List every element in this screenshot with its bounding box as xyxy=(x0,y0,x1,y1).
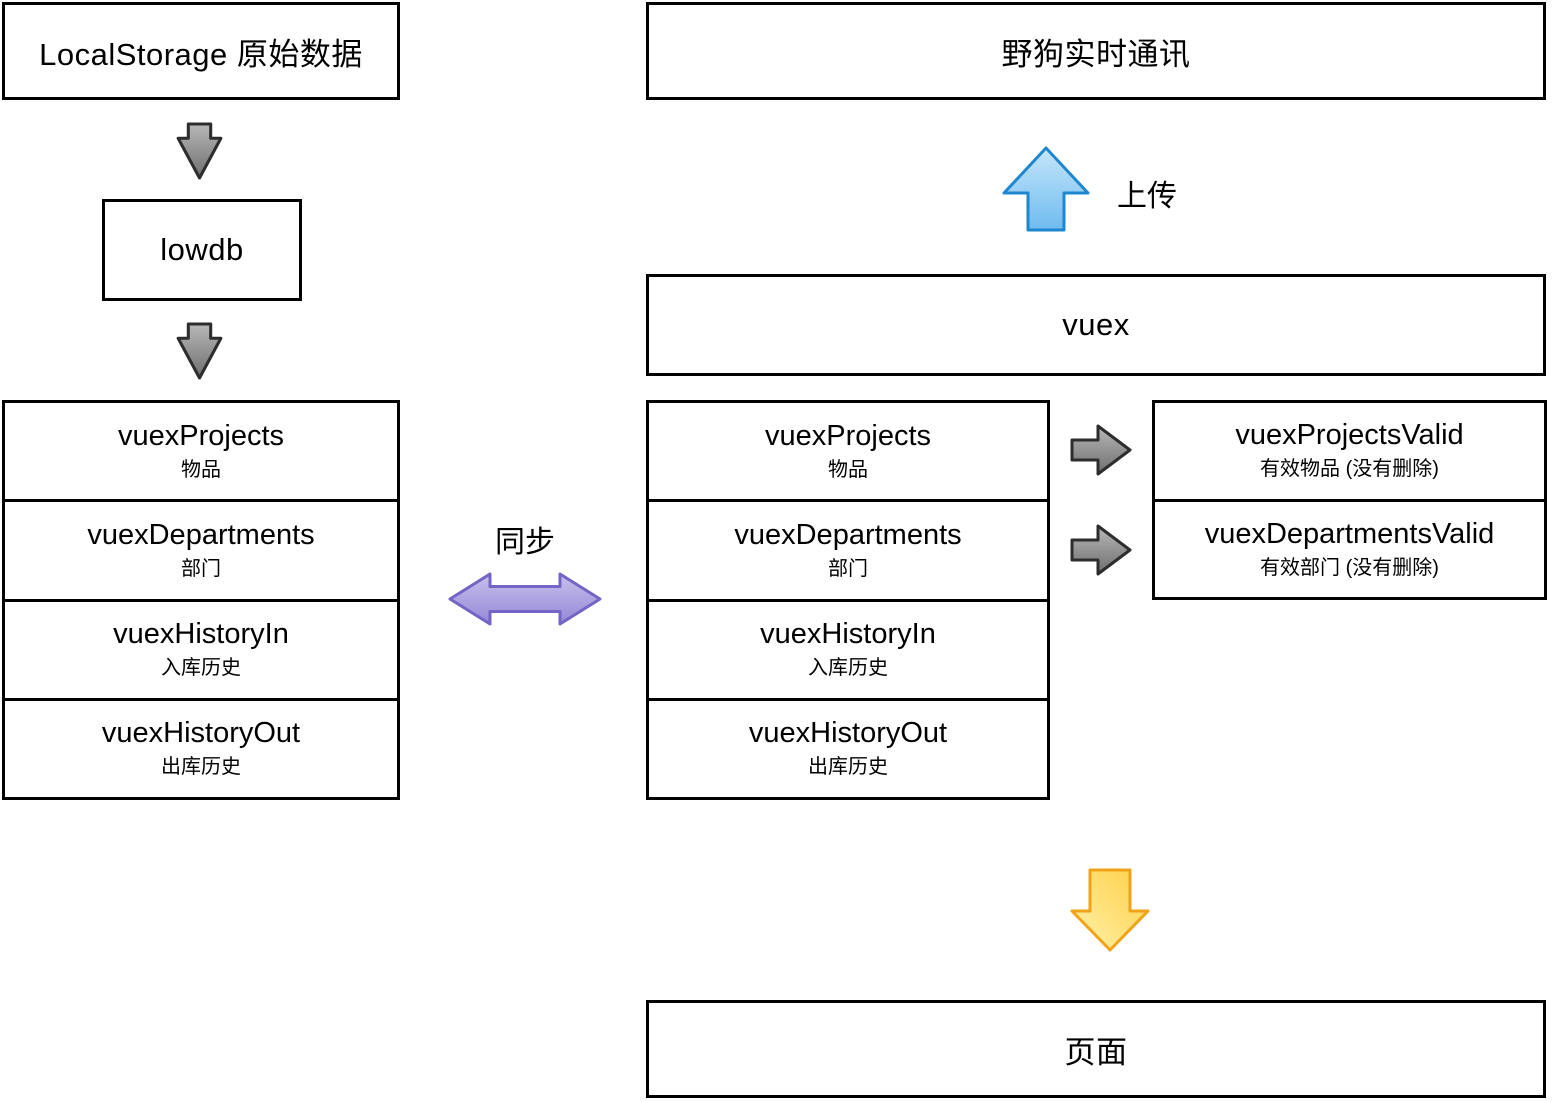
row-subtitle: 入库历史 xyxy=(161,657,241,680)
row-title: vuexHistoryOut xyxy=(101,717,301,750)
right-arrow-icon xyxy=(1070,424,1132,476)
row-subtitle: 出库历史 xyxy=(808,756,888,779)
row-title: vuexHistoryIn xyxy=(113,618,289,651)
row-subtitle: 物品 xyxy=(181,458,221,481)
vuex-valid-stack: vuexProjectsValid 有效物品 (没有删除) vuexDepart… xyxy=(1152,400,1547,600)
vuex-label: vuex xyxy=(1062,307,1130,342)
stack-row-vuex-departments: vuexDepartments 部门 xyxy=(649,499,1047,598)
stack-row-vuex-projects-valid: vuexProjectsValid 有效物品 (没有删除) xyxy=(1155,403,1544,499)
down-arrow-icon xyxy=(176,322,223,380)
stack-row-vuex-projects: vuexProjects 物品 xyxy=(5,403,397,499)
stack-row-vuex-history-in: vuexHistoryIn 入库历史 xyxy=(649,598,1047,698)
stack-row-vuex-projects: vuexProjects 物品 xyxy=(649,403,1047,499)
wilddog-label: 野狗实时通讯 xyxy=(1001,36,1191,72)
sync-double-arrow-icon xyxy=(448,572,602,626)
row-title: vuexProjects xyxy=(764,419,931,452)
row-title: vuexDepartments xyxy=(734,518,962,551)
render-down-arrow-icon xyxy=(1070,868,1150,952)
row-title: vuexDepartments xyxy=(87,518,315,551)
upload-arrow-icon xyxy=(1002,146,1090,232)
wilddog-box: 野狗实时通讯 xyxy=(646,2,1546,100)
stack-row-vuex-history-out: vuexHistoryOut 出库历史 xyxy=(649,697,1047,797)
row-subtitle: 有效部门 (没有删除) xyxy=(1260,556,1439,579)
stack-row-vuex-history-out: vuexHistoryOut 出库历史 xyxy=(5,697,397,797)
localstorage-box: LocalStorage 原始数据 xyxy=(2,2,400,100)
row-subtitle: 入库历史 xyxy=(808,657,888,680)
upload-label: 上传 xyxy=(1117,180,1177,213)
down-arrow-icon xyxy=(176,122,223,180)
page-box: 页面 xyxy=(646,1000,1546,1098)
page-label: 页面 xyxy=(1064,1034,1128,1070)
row-subtitle: 出库历史 xyxy=(161,756,241,779)
lowdb-label: lowdb xyxy=(160,232,244,267)
row-title: vuexProjectsValid xyxy=(1235,419,1464,452)
right-arrow-icon xyxy=(1070,524,1132,576)
lowdb-box: lowdb xyxy=(102,199,302,301)
local-vuex-stack: vuexProjects 物品 vuexDepartments 部门 vuexH… xyxy=(2,400,400,800)
stack-row-vuex-history-in: vuexHistoryIn 入库历史 xyxy=(5,598,397,698)
row-subtitle: 部门 xyxy=(828,557,868,580)
row-title: vuexProjects xyxy=(117,419,284,452)
stack-row-vuex-departments-valid: vuexDepartmentsValid 有效部门 (没有删除) xyxy=(1155,498,1544,598)
row-subtitle: 有效物品 (没有删除) xyxy=(1260,458,1439,481)
row-title: vuexHistoryIn xyxy=(760,618,936,651)
vuex-state-stack: vuexProjects 物品 vuexDepartments 部门 vuexH… xyxy=(646,400,1050,800)
row-title: vuexHistoryOut xyxy=(748,717,948,750)
localstorage-label: LocalStorage 原始数据 xyxy=(39,36,363,72)
row-title: vuexDepartmentsValid xyxy=(1204,517,1495,550)
stack-row-vuex-departments: vuexDepartments 部门 xyxy=(5,499,397,598)
vuex-box: vuex xyxy=(646,274,1546,376)
row-subtitle: 部门 xyxy=(181,557,221,580)
sync-label: 同步 xyxy=(495,526,555,559)
row-subtitle: 物品 xyxy=(828,458,868,481)
